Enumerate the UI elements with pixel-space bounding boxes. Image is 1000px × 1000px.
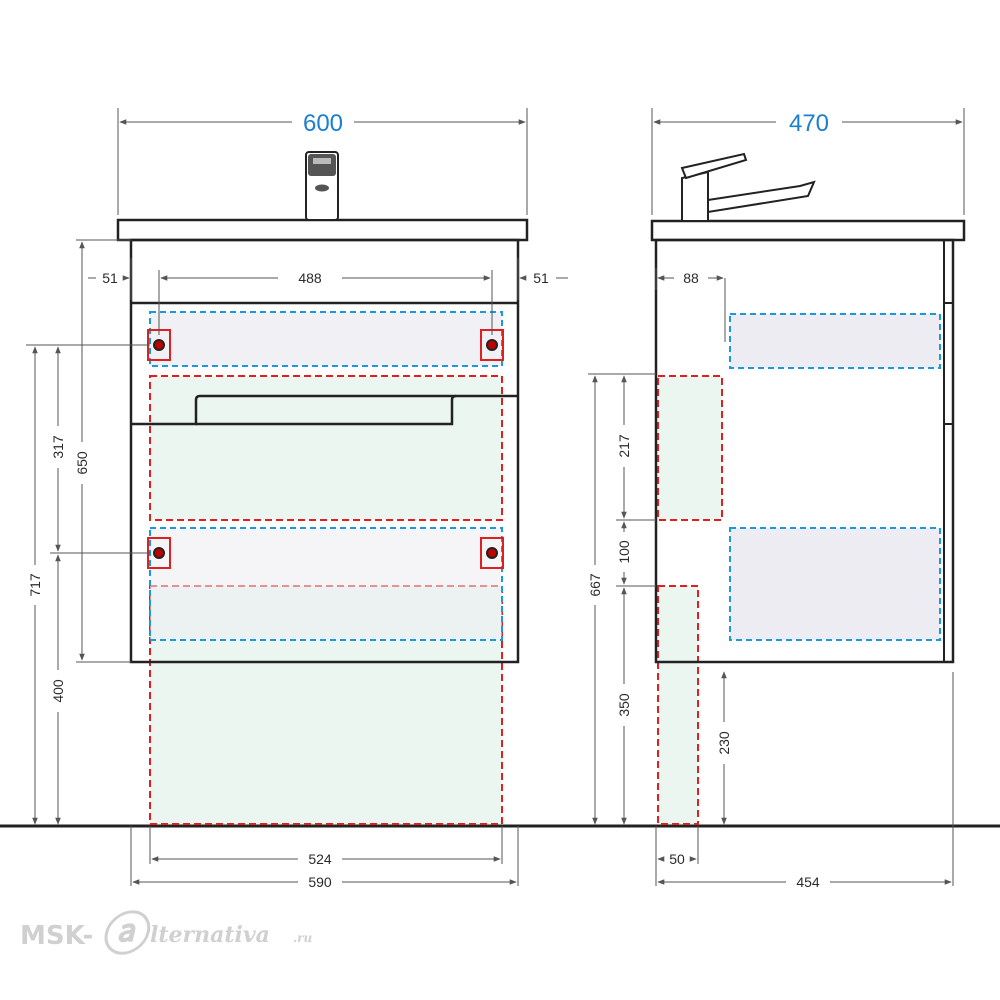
dim-label-470: 470 (789, 110, 829, 137)
dim-label-524: 524 (308, 851, 332, 867)
side-zone-lower-blue (729, 527, 941, 641)
dim-front-vertical: 717 317 400 650 (26, 239, 150, 825)
dim-label-88: 88 (683, 270, 699, 286)
dim-label-51-right: 51 (533, 270, 549, 286)
dim-label-100: 100 (616, 540, 632, 564)
dim-label-667: 667 (587, 573, 603, 597)
side-view: 470 88 667 217 100 (587, 108, 966, 890)
dim-label-600: 600 (303, 110, 343, 137)
front-basin-top (116, 218, 529, 242)
dim-label-717: 717 (27, 573, 43, 597)
dim-label-350: 350 (616, 693, 632, 717)
dim-label-50: 50 (669, 851, 685, 867)
dim-label-217: 217 (616, 434, 632, 458)
mount-point-bottom-right (480, 537, 504, 569)
dim-front-width-600: 600 (117, 108, 528, 215)
dim-side-width-470: 470 (651, 108, 965, 215)
dim-label-650: 650 (74, 451, 90, 475)
dim-label-230: 230 (716, 731, 732, 755)
svg-text:lternativa: lternativa (150, 922, 270, 948)
front-zone-upper-blue (149, 311, 503, 367)
dim-side-vertical: 667 217 100 350 230 (587, 373, 732, 825)
side-zone-upper-blue (729, 313, 941, 369)
dim-label-590: 590 (308, 874, 332, 890)
dim-label-488: 488 (298, 270, 322, 286)
side-basin-top (650, 219, 966, 242)
svg-text:MSK-: MSK- (20, 921, 93, 951)
dim-label-454: 454 (796, 874, 820, 890)
front-view: 600 51 488 51 717 (26, 108, 568, 890)
svg-text:.ru: .ru (293, 931, 313, 945)
dim-front-bottom: 524 590 (130, 826, 519, 890)
front-zone-lower-blue (149, 527, 503, 641)
watermark-logo: MSK- ⓐ lternativa .ru (20, 907, 313, 961)
side-zone-lower-red (657, 585, 699, 825)
svg-text:ⓐ: ⓐ (100, 907, 152, 961)
dim-label-400: 400 (50, 679, 66, 703)
dim-front-screw-spacing: 51 488 51 (88, 258, 568, 335)
side-zone-upper-red (657, 375, 723, 521)
dim-side-bottom: 50 454 (655, 672, 954, 890)
dim-side-88: 88 (655, 268, 726, 342)
front-faucet-icon (305, 151, 339, 221)
front-zone-upper-red (149, 375, 503, 521)
dim-label-51-left: 51 (102, 270, 118, 286)
dim-label-317: 317 (50, 435, 66, 459)
side-faucet-icon (680, 152, 816, 222)
side-cabinet-body (654, 238, 955, 664)
front-cabinet-body (129, 238, 520, 664)
front-drawer-handle (196, 394, 457, 426)
